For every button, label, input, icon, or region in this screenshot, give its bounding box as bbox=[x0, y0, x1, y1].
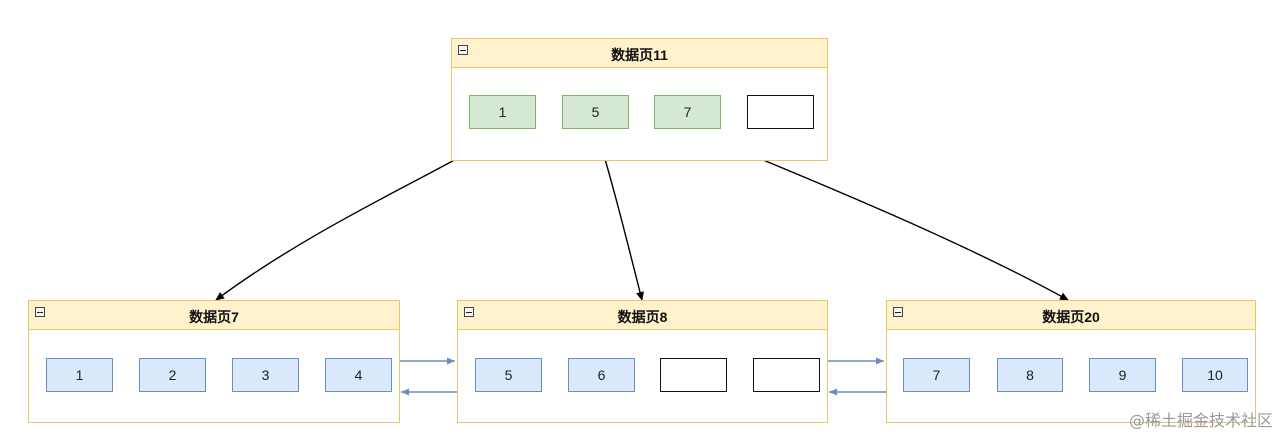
collapse-icon[interactable] bbox=[458, 45, 468, 55]
root-key-cell: 1 bbox=[469, 95, 536, 129]
page7-record-cell: 2 bbox=[139, 358, 206, 392]
page20-record-cell: 9 bbox=[1089, 358, 1156, 392]
page20-record-cell: 7 bbox=[903, 358, 970, 392]
root-key-cell: 5 bbox=[562, 95, 629, 129]
page8-record-cell: 6 bbox=[568, 358, 635, 392]
page8-record-cell: 5 bbox=[475, 358, 542, 392]
page-right-title: 数据页20 bbox=[1042, 309, 1100, 325]
root-empty-cell bbox=[747, 95, 814, 129]
collapse-icon[interactable] bbox=[464, 307, 474, 317]
page8-empty-cell bbox=[753, 358, 820, 392]
page-left-header: 数据页7 bbox=[29, 301, 399, 330]
page8-empty-cell bbox=[660, 358, 727, 392]
page20-record-cell: 8 bbox=[997, 358, 1063, 392]
page7-record-cell: 3 bbox=[232, 358, 299, 392]
root-key-cell: 7 bbox=[654, 95, 721, 129]
page-middle-title: 数据页8 bbox=[617, 309, 668, 325]
watermark: @稀土掘金技术社区 bbox=[1128, 411, 1273, 430]
page-root-title: 数据页11 bbox=[611, 47, 668, 63]
collapse-icon[interactable] bbox=[893, 307, 903, 317]
page7-record-cell: 4 bbox=[325, 358, 392, 392]
page-right-header: 数据页20 bbox=[887, 301, 1255, 330]
page-root-header: 数据页11 bbox=[452, 39, 827, 68]
page7-record-cell: 1 bbox=[46, 358, 113, 392]
page20-record-cell: 10 bbox=[1182, 358, 1248, 392]
page-left-title: 数据页7 bbox=[189, 309, 239, 325]
page-middle-header: 数据页8 bbox=[458, 301, 827, 330]
collapse-icon[interactable] bbox=[35, 307, 45, 317]
